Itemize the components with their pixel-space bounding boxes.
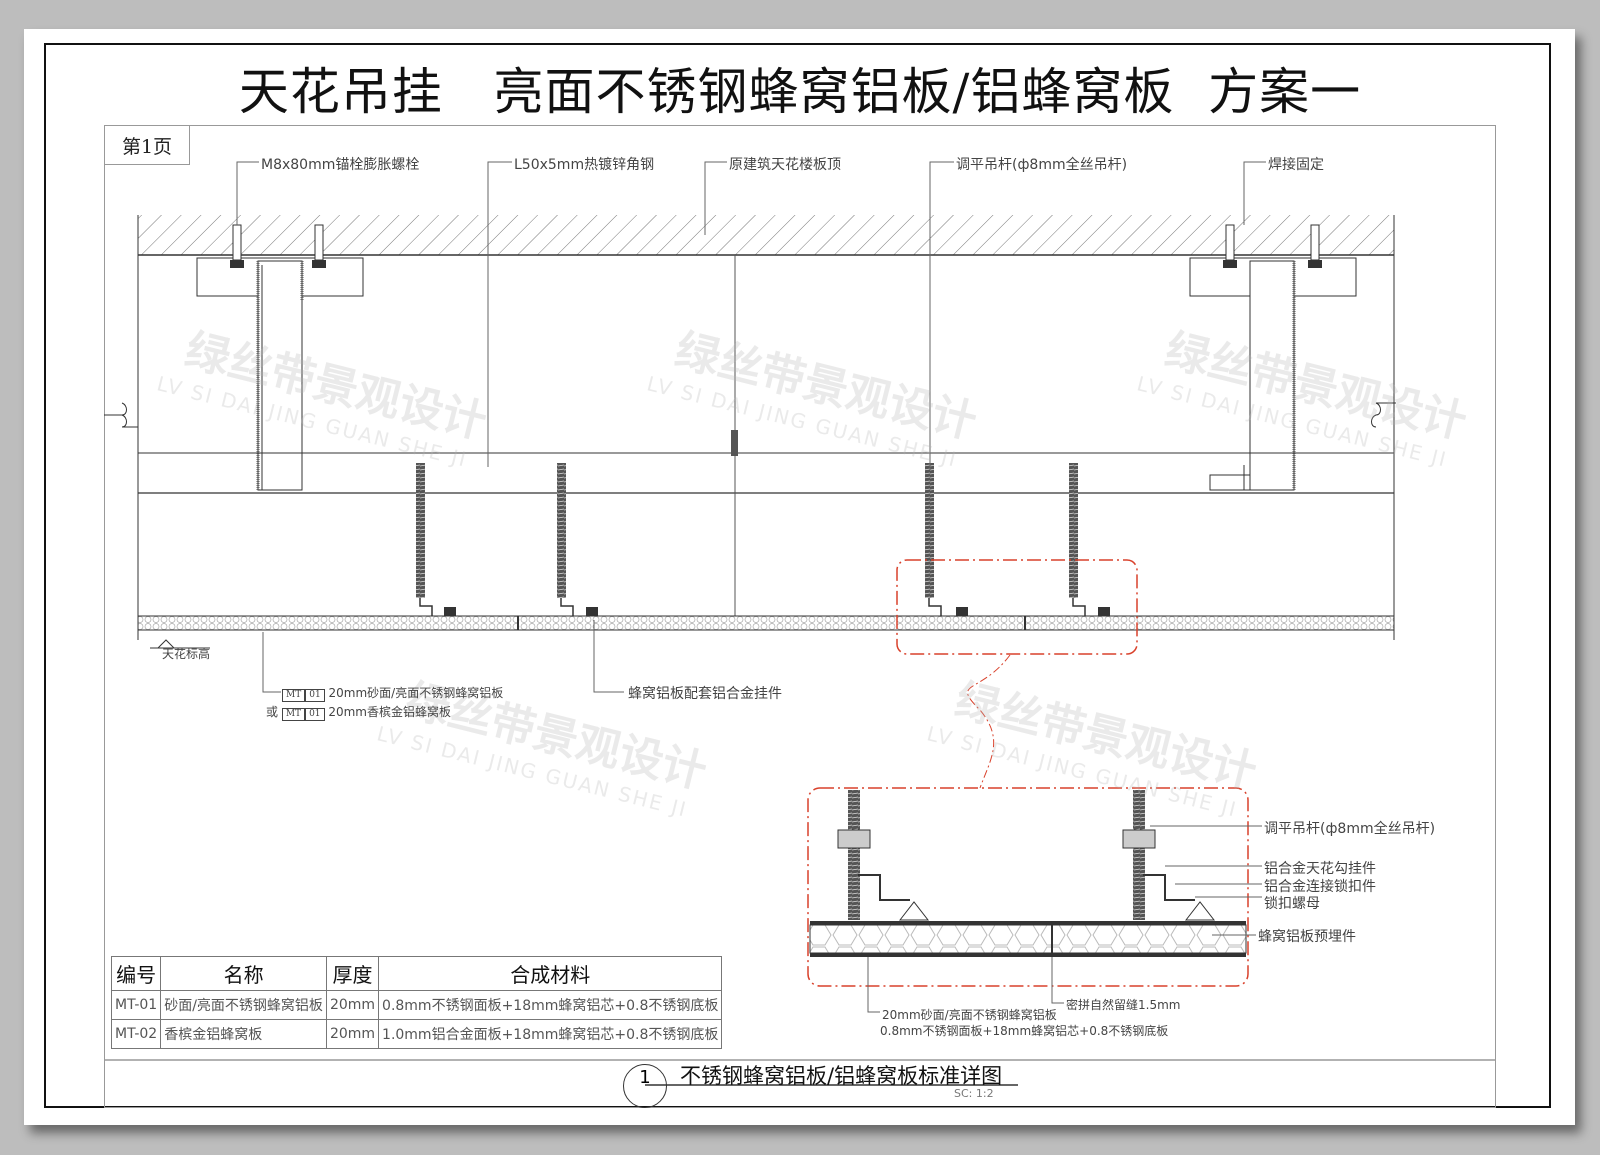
right-angle-bracket	[1189, 257, 1357, 491]
hanger-rods	[416, 463, 1110, 617]
detail-label-embed: 蜂窝铝板预埋件	[1258, 929, 1356, 945]
detail-label-gap: 密拼自然留缝1.5mm	[1066, 998, 1181, 1012]
drawing-caption: 不锈钢蜂窝铝板/铝蜂窝板标准详图	[680, 1064, 1003, 1088]
drawing-number-circle: 1	[623, 1064, 667, 1108]
detail-label-panel-name: 20mm砂面/亮面不锈钢蜂窝铝板	[882, 1008, 1057, 1022]
callout-angle-steel: L50x5mm热镀锌角钢	[514, 157, 655, 173]
header-thickness: 厚度	[325, 956, 380, 991]
drawing-scale: SC: 1:2	[954, 1087, 994, 1100]
detail-label-rod: 调平吊杆(ф8mm全丝吊杆)	[1264, 821, 1436, 837]
callout-weld: 焊接固定	[1268, 157, 1324, 173]
drawing-sheet	[24, 29, 1575, 1125]
detail-leader-lines	[867, 825, 1262, 1013]
detail-label-lock-nut: 锁扣螺母	[1264, 896, 1320, 912]
callout-anchor-bolt: M8x80mm锚栓膨胀螺栓	[261, 157, 420, 173]
concrete-slab	[137, 215, 1395, 640]
sheet-title: 天花吊挂 亮面不锈钢蜂窝铝板/铝蜂窝板 方案一	[238, 63, 1362, 121]
header-name: 名称	[160, 956, 327, 991]
break-line-left	[104, 402, 138, 428]
leader-lines	[236, 161, 1266, 693]
ceiling-level-label: 天花标高	[162, 647, 211, 661]
page-label: 第1页	[104, 125, 190, 165]
table-row: MT-02 香槟金铝蜂窝板 20mm 1.0mm铝合金面板+18mm蜂窝铝芯+0…	[110, 1019, 723, 1049]
enlarged-detail	[807, 787, 1249, 987]
table-row: MT-01 砂面/亮面不锈钢蜂窝铝板 20mm 0.8mm不锈钢面板+18mm蜂…	[110, 990, 723, 1020]
drawing-frame	[104, 125, 1496, 1108]
header-composition: 合成材料	[378, 956, 723, 991]
detail-label-hook: 铝合金天花勾挂件	[1264, 861, 1376, 877]
table-header-row: 编号 名称 厚度 合成材料	[110, 956, 723, 991]
callout-hanger-fitting: 蜂窝铝板配套铝合金挂件	[628, 686, 782, 702]
anchor-bolt-icon	[1223, 224, 1322, 268]
honeycomb-panel	[137, 615, 1395, 631]
material-table: 编号 名称 厚度 合成材料 MT-01 砂面/亮面不锈钢蜂窝铝板 20mm 0.…	[110, 956, 723, 1049]
detail-highlight-box	[896, 559, 1138, 655]
callout-hanger-rod: 调平吊杆(ф8mm全丝吊杆)	[956, 157, 1128, 173]
left-angle-bracket	[196, 257, 364, 491]
break-line-right	[1371, 402, 1396, 428]
header-code: 编号	[110, 956, 162, 991]
ceiling-level-marker	[150, 639, 210, 649]
detail-label-lock-clip: 铝合金连接锁扣件	[1264, 879, 1376, 895]
detail-label-panel-spec: 0.8mm不锈钢面板+18mm蜂窝铝芯+0.8不锈钢底板	[880, 1024, 1169, 1038]
callout-slab: 原建筑天花楼板顶	[729, 157, 841, 173]
